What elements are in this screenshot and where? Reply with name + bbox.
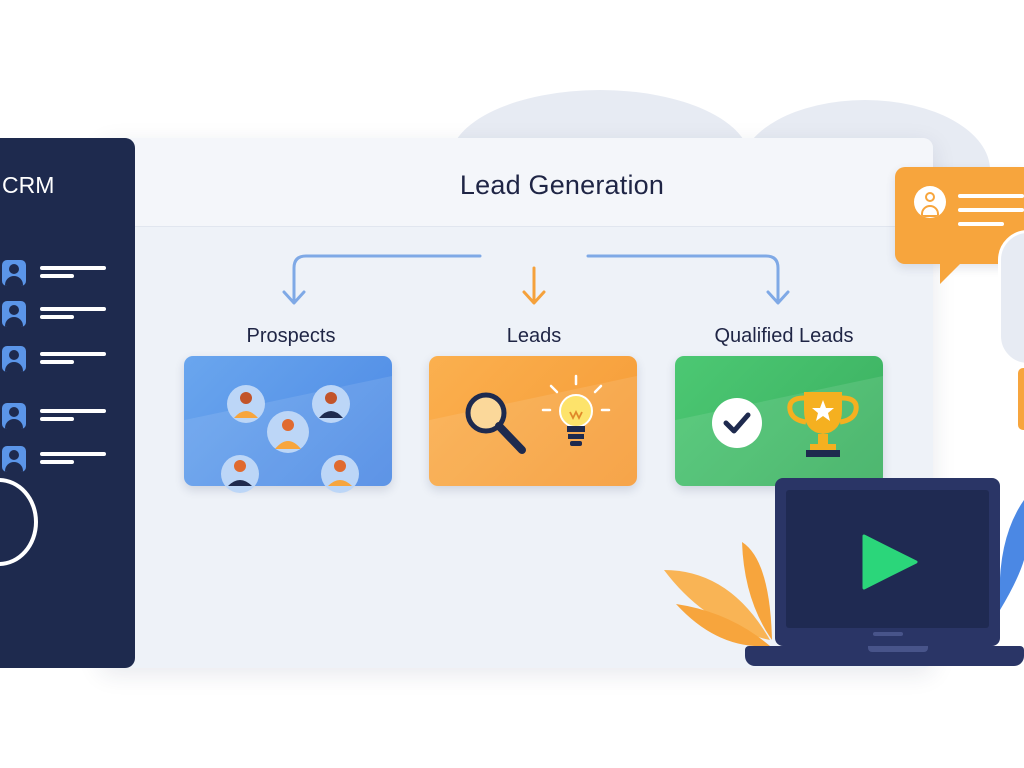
sidebar-title: CRM [2, 172, 55, 198]
text-line [40, 266, 106, 270]
stage-label-leads: Leads [506, 325, 562, 347]
text-line [40, 352, 106, 356]
contact-avatar-icon [2, 301, 26, 327]
contact-avatar-icon [2, 346, 26, 372]
bubble-text-line [958, 208, 1024, 212]
qualified-leads-card[interactable] [675, 356, 883, 486]
bubble-text-line [958, 222, 1004, 226]
person-silhouette [0, 478, 38, 566]
contact-avatar-icon [2, 260, 26, 286]
laptop-indicator [873, 632, 903, 636]
crm-contact-row[interactable] [0, 403, 120, 433]
laptop-base [745, 646, 1024, 666]
window-header [100, 138, 933, 227]
decorative-shape [1018, 368, 1024, 430]
crm-contact-row[interactable] [0, 260, 120, 290]
stage-label-qualified-leads: Qualified Leads [714, 325, 854, 347]
page-title: Lead Generation [459, 170, 665, 200]
crm-contact-row[interactable] [0, 301, 120, 331]
bubble-avatar-icon [914, 186, 946, 218]
crm-sidebar: CRM [0, 138, 135, 668]
text-line [40, 460, 74, 464]
stage-label-prospects: Prospects [246, 325, 336, 347]
crm-contact-row[interactable] [0, 446, 120, 476]
laptop-notch [868, 646, 928, 652]
crm-contact-row[interactable] [0, 346, 120, 376]
contact-avatar-icon [2, 403, 26, 429]
text-line [40, 274, 74, 278]
play-icon[interactable] [860, 532, 920, 592]
text-line [40, 417, 74, 421]
text-line [40, 409, 106, 413]
chat-bubble-tail [940, 258, 966, 284]
bubble-text-line [958, 194, 1024, 198]
person-silhouette [998, 230, 1024, 366]
text-line [40, 307, 106, 311]
prospects-card[interactable] [184, 356, 392, 486]
text-line [40, 360, 74, 364]
text-line [40, 315, 74, 319]
contact-avatar-icon [2, 446, 26, 472]
text-line [40, 452, 106, 456]
leads-card[interactable] [429, 356, 637, 486]
